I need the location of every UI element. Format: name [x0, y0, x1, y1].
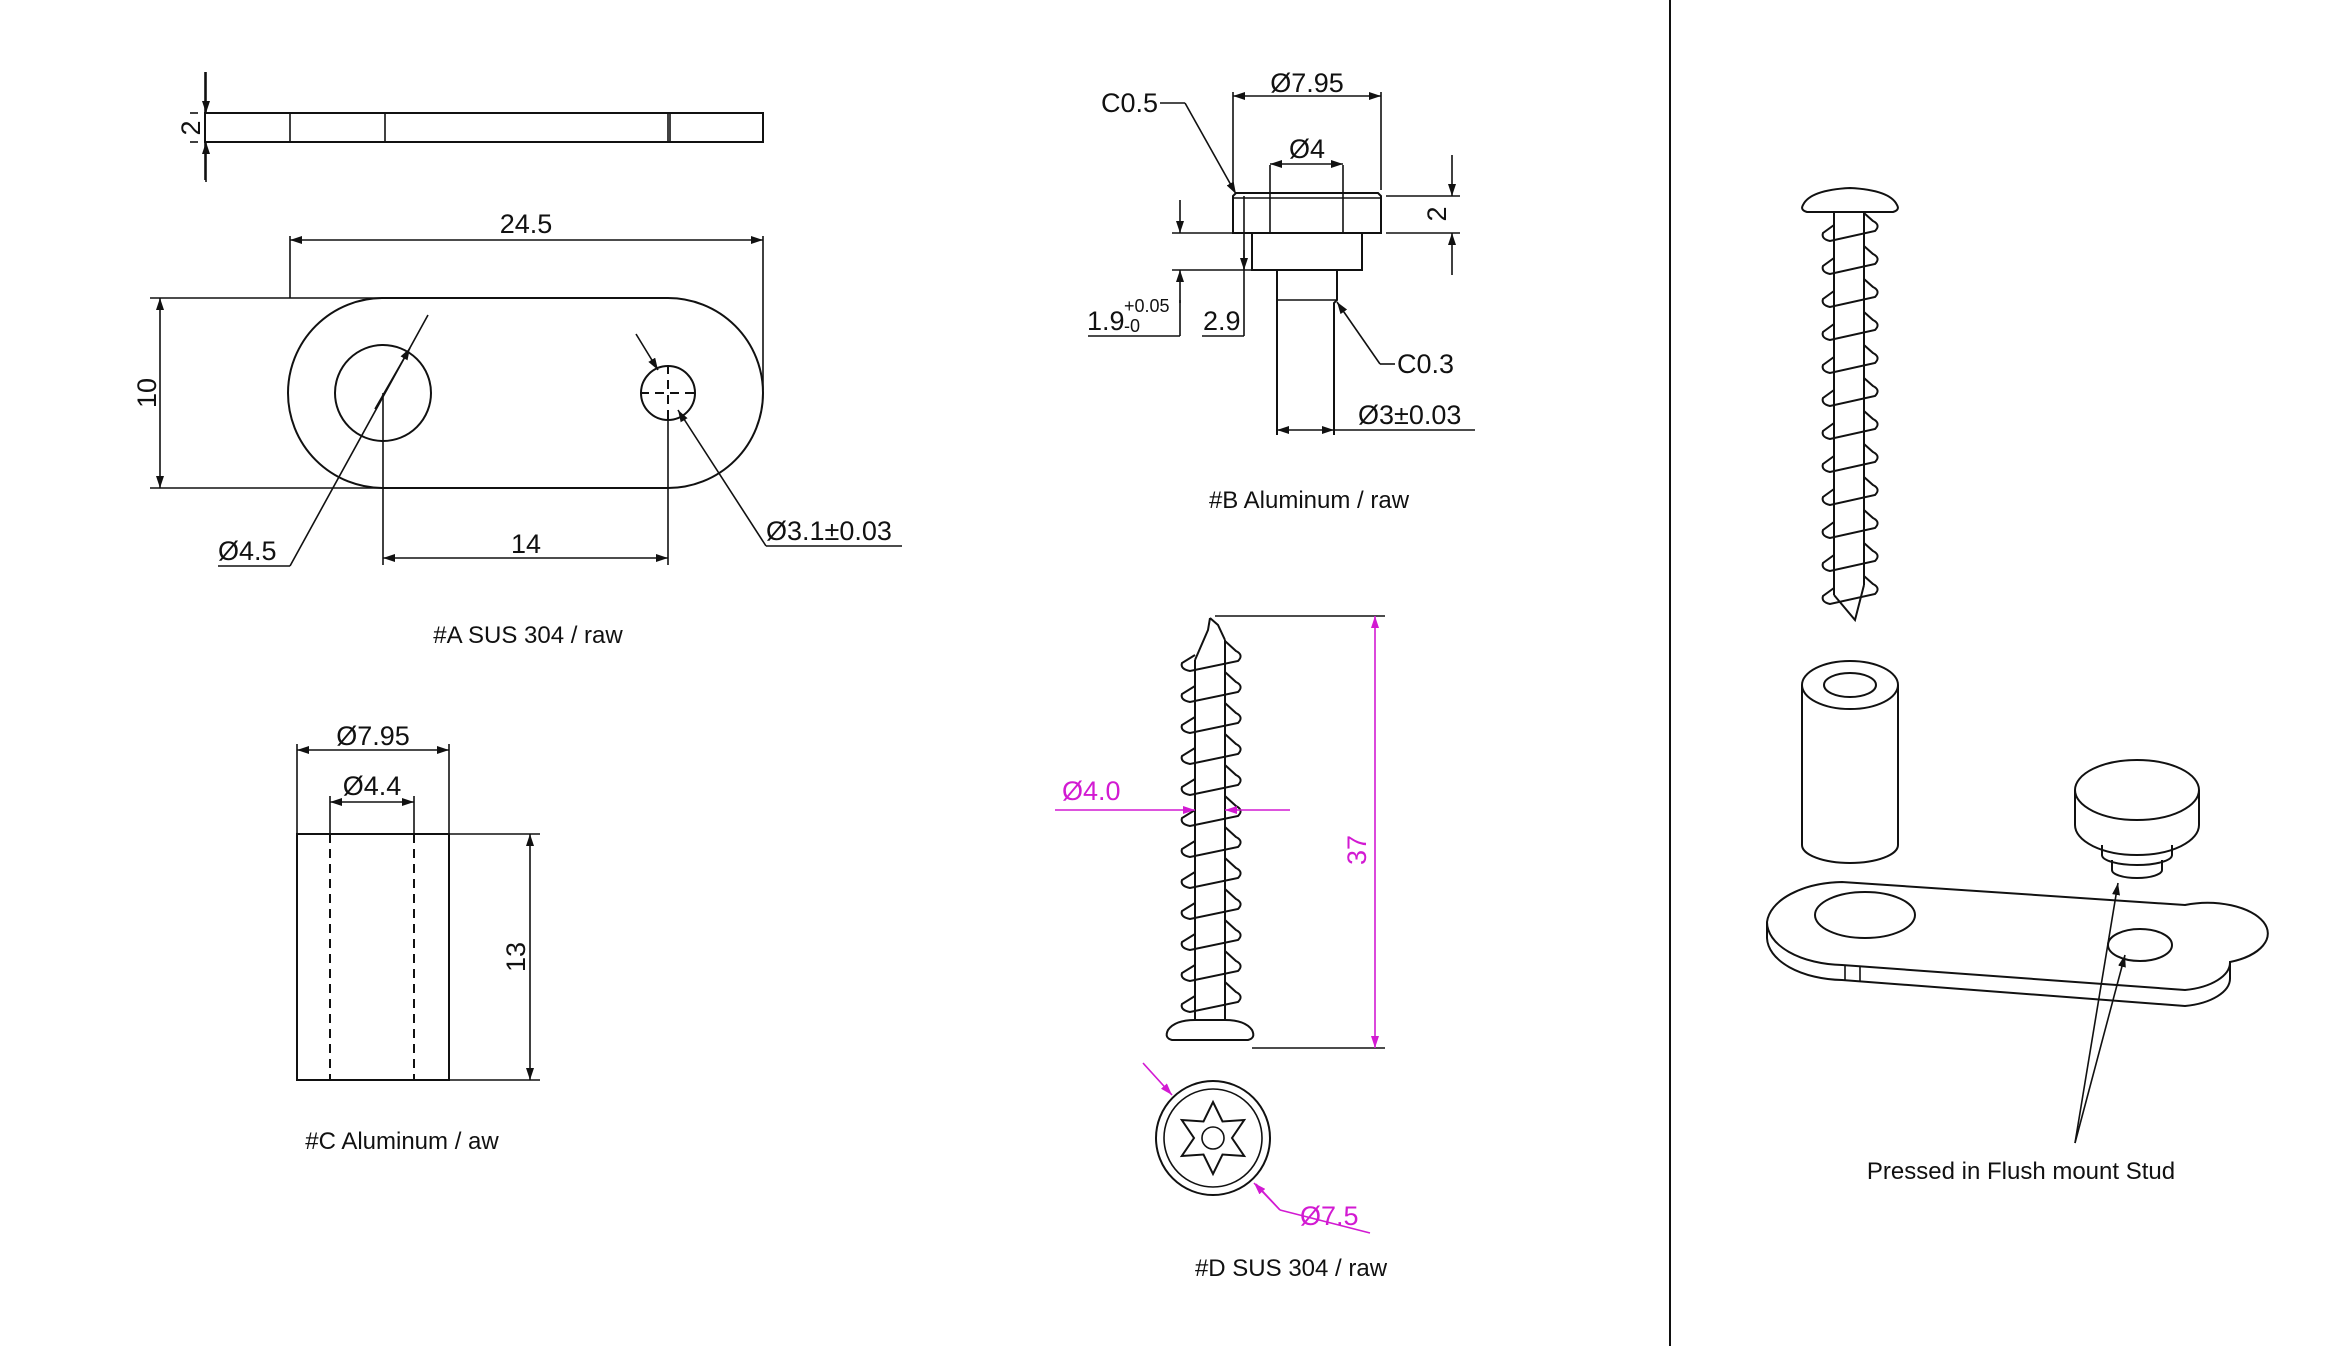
part-b-neck-tol-upper: +0.05: [1124, 296, 1170, 316]
part-a-length-label: 24.5: [500, 209, 553, 239]
part-a-side-view: 2: [176, 72, 764, 182]
part-b-neck-base-label: 1.9: [1087, 306, 1125, 336]
spacer-body: [296, 833, 450, 1081]
assembly-spacer: [1801, 660, 1899, 864]
assembly-screw: [1801, 186, 1899, 623]
screw-end-view: Ø7.5: [1142, 1062, 1371, 1234]
part-a-plan-view: 24.5 10 14 Ø4.5 Ø3.1±0.03: [132, 209, 902, 567]
part-d-caption: #D SUS 304 / raw: [1195, 1255, 1388, 1282]
part-c-outer-dia-label: Ø7.95: [336, 721, 410, 751]
part-a-pitch-label: 14: [511, 529, 541, 559]
assembly-callout: Pressed in Flush mount Stud: [1867, 1158, 2175, 1185]
assembly-view: Pressed in Flush mount Stud: [1766, 186, 2269, 1185]
part-b-head-dia-label: Ø7.95: [1270, 68, 1344, 98]
part-a-small-hole-label: Ø3.1±0.03: [766, 516, 892, 546]
part-d-length-label: 37: [1342, 835, 1372, 865]
stud-neck: [1251, 232, 1363, 271]
part-a-caption: #A SUS 304 / raw: [433, 622, 623, 649]
part-b-neck-tol-lower: -0: [1124, 316, 1140, 336]
part-b-drawing: Ø7.95 Ø4 C0.5 2 1.9 +0.05 -0 2.9 C0.3: [1087, 68, 1475, 514]
part-b-head-chamfer-label: C0.5: [1101, 88, 1158, 118]
part-b-head-height-label: 2: [1422, 206, 1452, 221]
assembly-plate: [1766, 880, 2269, 1008]
part-d-thread-dia-label: Ø4.0: [1062, 776, 1121, 806]
part-c-drawing: Ø7.95 Ø4.4 13 #C Aluminum / aw: [296, 721, 540, 1155]
part-b-caption: #B Aluminum / raw: [1209, 487, 1410, 514]
assembly-stud: [2074, 759, 2200, 879]
screw-head: [1165, 1019, 1255, 1041]
part-a-height-label: 10: [132, 378, 162, 408]
part-c-caption: #C Aluminum / aw: [305, 1128, 499, 1155]
stud-shaft: [1276, 270, 1338, 435]
part-d-drawing: 37 Ø4.0 Ø7.5 #D SUS 304 / raw: [1055, 615, 1388, 1282]
part-d-head-dia-label: Ø7.5: [1300, 1201, 1359, 1231]
part-a-large-hole-label: Ø4.5: [218, 536, 277, 566]
part-a-drawing: 2 24.5 10 14: [132, 72, 902, 649]
part-a-thickness-label: 2: [176, 120, 206, 135]
part-c-inner-dia-label: Ø4.4: [343, 771, 402, 801]
part-b-shaft-dia-label: Ø3±0.03: [1358, 400, 1461, 430]
torx-recess-icon: [1179, 1099, 1247, 1177]
stud-head: [1232, 192, 1382, 234]
part-b-shaft-chamfer-label: C0.3: [1397, 349, 1454, 379]
screw-side-view: [1165, 617, 1255, 1041]
part-c-length-label: 13: [501, 942, 531, 972]
part-b-inner-dia-label: Ø4: [1289, 134, 1325, 164]
part-b-neck-length-label: 2.9: [1203, 306, 1241, 336]
